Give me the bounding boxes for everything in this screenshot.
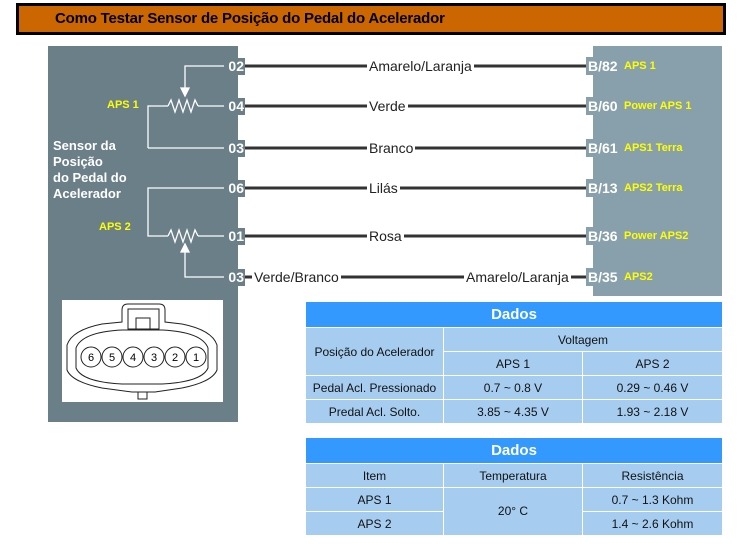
- aps1-resistor-icon: [167, 97, 199, 115]
- cell-aps2: 1.93 ~ 2.18 V: [582, 399, 722, 423]
- table-row: APS 1 20° C 0.7 ~ 1.3 Kohm: [306, 487, 722, 536]
- wire-color-label: Amarelo/Laranja: [367, 58, 474, 74]
- cell-item: APS 1: [306, 487, 444, 512]
- header-item: Item: [306, 463, 444, 488]
- ecu-function-label: APS2: [624, 271, 653, 283]
- sensor-pin: 03: [224, 269, 245, 286]
- connector-pin-number: 2: [172, 352, 178, 364]
- aps1-ground-wire: [147, 105, 168, 148]
- connector-housing: [66, 303, 218, 393]
- aps2-wiper-arrow-icon: [179, 242, 191, 253]
- ecu-function-label: APS2 Terra: [624, 182, 683, 194]
- resistance-table-title: Dados: [306, 438, 722, 464]
- ecu-pin: B/60: [586, 97, 621, 115]
- sensor-name: Sensor da Posição do Pedal do Acelerador: [53, 138, 127, 202]
- aps1-wiper-wire: [184, 65, 224, 90]
- wire-color-label: Lilás: [367, 180, 400, 196]
- wire-color-label: Branco: [367, 140, 416, 156]
- connector-pin-number: 6: [88, 352, 94, 364]
- aps1-label: APS 1: [107, 99, 139, 111]
- table-row: APS 2 1.4 ~ 2.6 Kohm: [306, 511, 722, 535]
- wire-color-label: Verde: [367, 98, 408, 114]
- connector-pin-circle: [143, 346, 165, 368]
- cell-temperature: 20° C: [443, 487, 583, 536]
- connector-face-illustration: 6 5 4 3 2 1: [62, 300, 223, 402]
- sensor-pin: 02: [224, 58, 245, 75]
- header-temperature: Temperatura: [443, 463, 583, 488]
- sensor-pin: 01: [224, 228, 245, 245]
- connector-pin-number: 1: [193, 352, 199, 364]
- ecu-panel: [593, 46, 722, 296]
- connector-pin-number: 4: [130, 352, 136, 364]
- wire-color-label-ecu-side: Amarelo/Laranja: [464, 269, 571, 285]
- voltage-table: Dados Posição do Acelerador Voltagem APS…: [306, 302, 722, 423]
- cell-aps2: 0.29 ~ 0.46 V: [582, 375, 722, 400]
- sensor-name-line: Acelerador: [53, 186, 121, 201]
- ecu-pin: B/36: [586, 227, 621, 245]
- cell-position: Predal Acl. Solto.: [306, 399, 444, 423]
- wire-color-label: Verde/Branco: [252, 269, 341, 285]
- wire-color-label: Rosa: [367, 228, 404, 244]
- ecu-function-label: APS1 Terra: [624, 142, 683, 154]
- voltage-table-title: Dados: [306, 302, 722, 328]
- aps2-resistor-icon: [167, 227, 199, 245]
- ecu-function-label: Power APS 1: [624, 100, 692, 112]
- connector-pin-circle: [164, 346, 186, 368]
- header-resistance: Resistência: [582, 463, 722, 488]
- cell-aps1: 0.7 ~ 0.8 V: [443, 375, 583, 400]
- header-voltage: Voltagem: [443, 327, 722, 352]
- cell-resistance: 0.7 ~ 1.3 Kohm: [582, 487, 722, 512]
- ecu-pin: B/35: [586, 268, 621, 286]
- header-aps1: APS 1: [443, 351, 583, 376]
- header-position: Posição do Acelerador: [306, 327, 444, 376]
- table-row: Predal Acl. Solto. 3.85 ~ 4.35 V 1.93 ~ …: [306, 399, 722, 423]
- connector-pin-circle: [80, 346, 102, 368]
- title-bar: Como Testar Sensor de Posição do Pedal d…: [16, 3, 726, 35]
- connector-key: [137, 391, 148, 400]
- cell-aps1: 3.85 ~ 4.35 V: [443, 399, 583, 423]
- ecu-function-label: APS 1: [624, 60, 656, 72]
- aps2-wiper-wire: [184, 252, 224, 278]
- sensor-name-line: Sensor da: [53, 138, 116, 153]
- page-title: Como Testar Sensor de Posição do Pedal d…: [55, 10, 445, 27]
- ecu-pin: B/82: [586, 57, 621, 75]
- table-row: Pedal Acl. Pressionado 0.7 ~ 0.8 V 0.29 …: [306, 375, 722, 400]
- sensor-pin: 06: [224, 180, 245, 197]
- cell-resistance: 1.4 ~ 2.6 Kohm: [582, 511, 722, 535]
- connector-latch: [127, 308, 160, 330]
- header-aps2: APS 2: [582, 351, 722, 376]
- sensor-pin: 03: [224, 140, 245, 157]
- cell-item: APS 2: [306, 511, 444, 535]
- ecu-function-label: Power APS2: [624, 230, 689, 242]
- resistance-table: Dados Item Temperatura Resistência APS 1…: [306, 438, 722, 536]
- sensor-pin: 04: [224, 98, 245, 115]
- ecu-pin: B/61: [586, 139, 621, 157]
- connector-pin-circle: [101, 346, 123, 368]
- ecu-pin: B/13: [586, 179, 621, 197]
- aps1-wiper-arrow-icon: [179, 87, 191, 98]
- connector-pin-number: 3: [151, 352, 157, 364]
- sensor-name-line: do Pedal do: [53, 170, 127, 185]
- aps2-label: APS 2: [99, 221, 131, 233]
- cell-position: Pedal Acl. Pressionado: [306, 375, 444, 400]
- connector-pin-circle: [122, 346, 144, 368]
- sensor-name-line: Posição: [53, 154, 103, 169]
- connector-icon: 6 5 4 3 2 1: [66, 303, 218, 400]
- connector-pin-number: 5: [109, 352, 115, 364]
- aps2-ground-wire: [147, 187, 224, 237]
- connector-pin-circle: [185, 346, 207, 368]
